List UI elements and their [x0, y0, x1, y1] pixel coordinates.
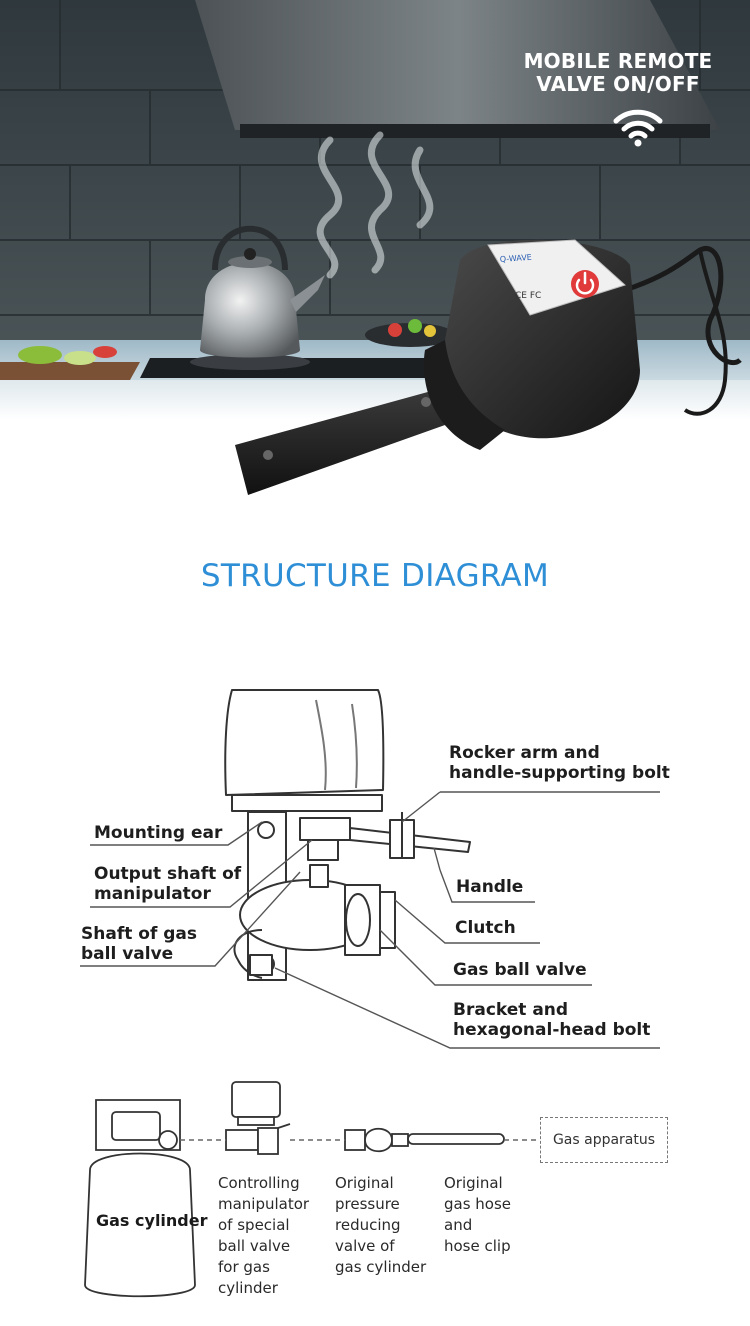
- valve-controller-device: Q-WAVE CE FC: [235, 239, 742, 495]
- label-output-shaft: Output shaft of manipulator: [94, 864, 242, 904]
- caption-line-2: VALVE ON/OFF: [536, 72, 700, 96]
- label-shaft-gas-ball-valve: Shaft of gas ball valve: [81, 924, 198, 964]
- wifi-icon: [613, 109, 663, 147]
- ce-fc-mark: CE FC: [515, 291, 541, 301]
- caption-line-1: MOBILE REMOTE: [523, 49, 713, 73]
- gas-cylinder-label: Gas cylinder: [96, 1211, 208, 1230]
- label-handle: Handle: [456, 877, 524, 897]
- controlling-manipulator-label: Controlling manipulator of special ball …: [218, 1174, 310, 1297]
- svg-text:Q-WAVE: Q-WAVE: [500, 253, 533, 264]
- original-hose-label: Original gas hose and hose clip: [444, 1174, 512, 1255]
- gas-supply-flow-drawing: [84, 1081, 540, 1298]
- label-mounting-ear: Mounting ear: [94, 823, 223, 843]
- label-gas-ball-valve: Gas ball valve: [453, 960, 587, 980]
- remote-valve-caption: MOBILE REMOTE VALVE ON/OFF: [508, 50, 728, 96]
- label-clutch: Clutch: [455, 918, 516, 938]
- valve-structure-drawing: [80, 689, 660, 1049]
- label-rocker-arm: Rocker arm and handle-supporting bolt: [449, 743, 670, 783]
- original-valve-label: Original pressure reducing valve of gas …: [335, 1174, 427, 1276]
- gas-apparatus-label: Gas apparatus: [552, 1132, 656, 1148]
- gas-apparatus-box: Gas apparatus: [540, 1117, 668, 1163]
- label-bracket: Bracket and hexagonal-head bolt: [453, 1000, 651, 1040]
- structure-diagram-title: STRUCTURE DIAGRAM: [200, 558, 550, 594]
